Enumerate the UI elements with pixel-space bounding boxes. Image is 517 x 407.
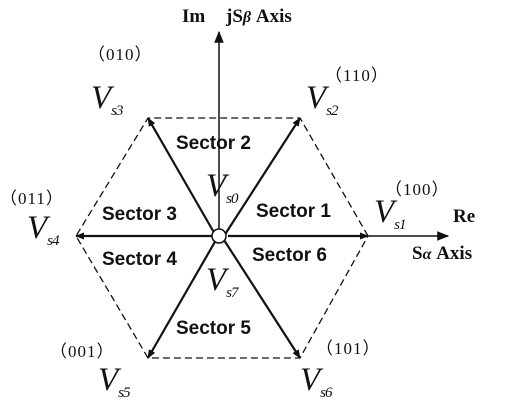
vs3-code: （010） xyxy=(88,45,153,64)
sector-1-label: Sector 1 xyxy=(256,201,331,222)
vs0-label: Vs0 xyxy=(206,168,239,207)
sector-2-label: Sector 2 xyxy=(176,133,251,154)
vs6-code: （101） xyxy=(316,339,381,358)
vector-vs5-arrow xyxy=(147,239,217,359)
vs2-label: Vs2 xyxy=(306,80,339,119)
salpha-axis-label: Sα Axis xyxy=(412,243,473,264)
sector-6-label: Sector 6 xyxy=(252,245,327,266)
jsbeta-axis-label: jSβ Axis xyxy=(226,6,292,27)
origin-circle xyxy=(211,228,227,244)
re-axis-label: Re xyxy=(453,206,476,227)
vector-vs3-arrow xyxy=(147,117,217,237)
vs4-code: （011） xyxy=(0,189,64,208)
vector-vs6-arrow xyxy=(223,239,301,359)
vs4-label: Vs4 xyxy=(27,210,60,249)
vector-vs2-arrow xyxy=(223,117,301,237)
sector-3-label: Sector 3 xyxy=(102,204,177,225)
vs5-label: Vs5 xyxy=(98,362,131,401)
sector-4-label: Sector 4 xyxy=(102,249,177,270)
im-axis-label: Im xyxy=(182,6,206,27)
vs6-label: Vs6 xyxy=(300,362,333,401)
vs7-label: Vs7 xyxy=(206,262,239,301)
vs1-code: （100） xyxy=(385,180,450,199)
sector-5-label: Sector 5 xyxy=(176,318,251,339)
vs5-code: （001） xyxy=(50,342,115,361)
vs1-label: Vs1 xyxy=(374,194,407,233)
vs3-label: Vs3 xyxy=(91,80,124,119)
vs2-code: （110） xyxy=(325,66,389,85)
